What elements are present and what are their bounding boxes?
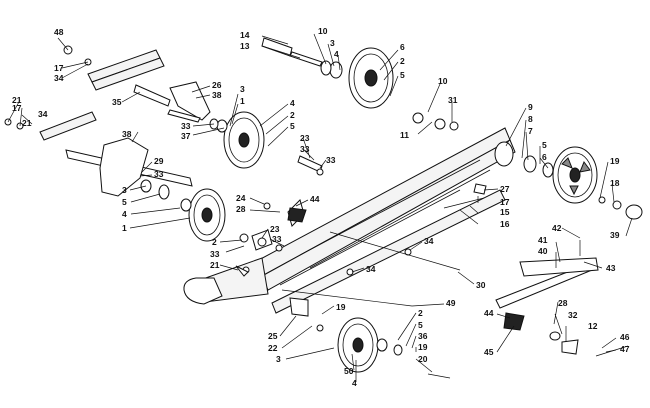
- callout-label: 24: [236, 193, 246, 203]
- callout-label: 22: [268, 343, 278, 353]
- callout-label: 48: [54, 27, 64, 37]
- callout-label: 5: [418, 320, 423, 330]
- callout-label: 25: [268, 331, 278, 341]
- callout-label: 3: [276, 354, 281, 364]
- callout-label: 33: [154, 169, 164, 179]
- callout-label: 29: [154, 156, 164, 166]
- callout-label: 19: [418, 342, 428, 352]
- front-arm-assembly: [39, 37, 323, 317]
- callout-label: 4: [122, 209, 127, 219]
- callout-label: 2: [290, 110, 295, 120]
- idler-wheel-left-upper: [209, 111, 265, 169]
- callout-label: 33: [326, 155, 336, 165]
- callout-label: 23: [300, 133, 310, 143]
- idler-wheel-upper-center: [320, 47, 394, 109]
- callout-label: 36: [418, 331, 428, 341]
- callout-label: 10: [318, 26, 328, 36]
- callout-label: 42: [552, 223, 562, 233]
- callout-label: 12: [588, 321, 598, 331]
- callout-label: 28: [558, 298, 568, 308]
- callout-label: 21: [210, 260, 220, 270]
- callout-label: 14: [240, 30, 250, 40]
- callout-label: 30: [476, 280, 486, 290]
- callout-label: 35: [112, 97, 122, 107]
- hardware-washers: [4, 45, 643, 355]
- idler-wheel-left-lower: [140, 179, 226, 242]
- callout-label: 4: [290, 98, 295, 108]
- bolts-and-shafts: [167, 109, 629, 379]
- callout-label: 5: [122, 197, 127, 207]
- callout-label: 47: [620, 344, 630, 354]
- callout-label: 46: [620, 332, 630, 342]
- leader-lines: [7, 33, 633, 382]
- callout-label: 7: [528, 126, 533, 136]
- callout-label: 38: [212, 90, 222, 100]
- callout-label: 32: [568, 310, 578, 320]
- callout-label: 15: [500, 207, 510, 217]
- callout-labels: 48 17 34 21 17 21 34 35 26 38 3 1 33 37 …: [12, 26, 630, 388]
- callout-label: 3: [122, 185, 127, 195]
- callout-label: 50: [344, 366, 354, 376]
- callout-label: 18: [610, 178, 620, 188]
- callout-label: 19: [336, 302, 346, 312]
- callout-label: 33: [181, 121, 191, 131]
- callout-label: 17: [54, 63, 64, 73]
- callout-label: 33: [210, 249, 220, 259]
- callout-label: 5: [400, 70, 405, 80]
- callout-label: 5: [542, 140, 547, 150]
- callout-label: 34: [366, 264, 376, 274]
- callout-label: 3: [330, 38, 335, 48]
- callout-label: 27: [500, 184, 510, 194]
- callout-label: 4: [334, 49, 339, 59]
- callout-label: 31: [448, 95, 458, 105]
- callout-label: 23: [270, 224, 280, 234]
- callout-label: 2: [400, 56, 405, 66]
- callout-label: 1: [122, 223, 127, 233]
- callout-label: 45: [484, 347, 494, 357]
- callout-label: 11: [400, 130, 409, 140]
- callout-label: 40: [538, 246, 548, 256]
- callout-label: 34: [424, 236, 434, 246]
- callout-label: 6: [400, 42, 405, 52]
- callout-label: 28: [236, 204, 246, 214]
- callout-label: 10: [438, 76, 448, 86]
- callout-label: 44: [484, 308, 494, 318]
- callout-label: 44: [310, 194, 320, 204]
- callout-label: 17: [500, 197, 510, 207]
- callout-label: 3: [240, 84, 245, 94]
- callout-label: 17: [12, 103, 22, 113]
- callout-label: 8: [528, 114, 533, 124]
- callout-label: 34: [38, 109, 48, 119]
- idler-wheel-bottom: [337, 317, 403, 373]
- callout-label: 43: [606, 263, 616, 273]
- callout-label: 4: [352, 378, 357, 388]
- callout-label: 26: [212, 80, 222, 90]
- callout-label: 34: [54, 73, 64, 83]
- callout-label: 1: [240, 96, 245, 106]
- callout-label: 2: [418, 308, 423, 318]
- callout-label: 19: [610, 156, 620, 166]
- callout-label: 13: [240, 41, 250, 51]
- callout-label: 33: [300, 144, 310, 154]
- callout-label: 2: [212, 237, 217, 247]
- callout-label: 39: [610, 230, 620, 240]
- callout-label: 5: [290, 121, 295, 131]
- callout-label: 21: [22, 118, 32, 128]
- callout-label: 37: [181, 131, 191, 141]
- callout-label: 21: [12, 95, 22, 105]
- callout-label: 49: [446, 298, 456, 308]
- callout-label: 6: [542, 152, 547, 162]
- callout-label: 41: [538, 235, 548, 245]
- callout-label: 9: [528, 102, 533, 112]
- callout-label: 16: [500, 219, 510, 229]
- slide-rail-frame: [183, 127, 516, 314]
- callout-label: 20: [418, 354, 428, 364]
- callout-label: 33: [272, 234, 282, 244]
- callout-label: 38: [122, 129, 132, 139]
- idler-wheel-right: [494, 141, 598, 204]
